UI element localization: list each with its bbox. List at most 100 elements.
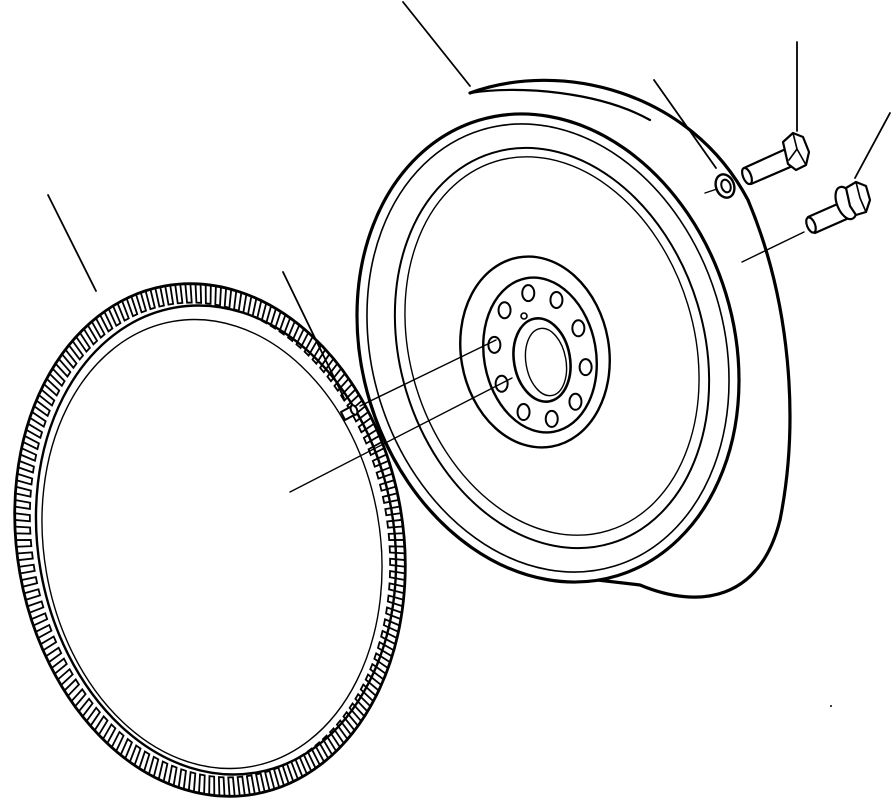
gear-tooth [93, 714, 109, 736]
flywheel-bolt-holes [487, 284, 593, 428]
assembly-line-center [289, 377, 513, 493]
gear-tooth [227, 776, 236, 797]
ring-gear-inner-edge-back [41, 318, 383, 770]
gear-tooth [83, 324, 99, 346]
leader-line-ring-gear [47, 194, 97, 292]
gear-tooth [30, 612, 49, 627]
gear-tooth [38, 388, 56, 407]
gear-tooth [311, 344, 327, 366]
gear-tooth [339, 383, 357, 402]
gear-tooth [148, 755, 160, 778]
flywheel-front-face [355, 112, 741, 584]
gear-tooth [102, 722, 117, 744]
flange-bolt [805, 180, 872, 235]
gear-tooth [57, 667, 74, 686]
gear-tooth [281, 762, 295, 785]
gear-tooth [314, 741, 330, 763]
leader-line-flange-bolt [854, 112, 891, 179]
gear-tooth [378, 479, 397, 492]
gear-tooth [364, 673, 382, 692]
leader-lines [47, 1, 891, 399]
gear-tooth [75, 332, 92, 354]
gear-tooth [128, 744, 142, 766]
gear-tooth [204, 284, 212, 305]
assembly-line-flange-bolt [741, 231, 805, 263]
gear-tooth [321, 734, 337, 756]
gear-tooth [70, 687, 87, 708]
gear-tooth [255, 772, 266, 794]
gear-tooth [18, 563, 36, 575]
gear-tooth [194, 283, 203, 304]
gear-tooth [382, 618, 401, 633]
gear-tooth [119, 737, 134, 759]
gear-tooth [373, 651, 391, 669]
gear-tooth [342, 710, 359, 731]
flywheel-center-bore-inner [524, 327, 568, 397]
flywheel-face-ring-1 [366, 123, 730, 573]
gear-tooth [40, 635, 58, 652]
gear-tooth [384, 505, 402, 517]
ring-gear [13, 282, 407, 798]
flywheel [355, 78, 792, 599]
flywheel-center-bore [512, 317, 572, 403]
gear-tooth [45, 646, 63, 664]
gear-tooth [278, 314, 292, 336]
gear-tooth [29, 411, 47, 429]
gear-tooth [376, 640, 395, 658]
gear-tooth [184, 283, 193, 304]
gear-tooth [214, 285, 222, 307]
gear-tooth [348, 702, 366, 722]
dowel-pin-end [349, 404, 359, 416]
gear-tooth [233, 290, 243, 312]
gear-tooth [298, 752, 313, 775]
gear-tooth [223, 287, 233, 309]
gear-tooth [362, 428, 380, 445]
gear-tooth [15, 539, 33, 548]
leader-line-flywheel [402, 1, 471, 87]
gear-tooth [286, 321, 301, 343]
gear-tooth [20, 575, 39, 588]
stray-dot [830, 705, 832, 707]
gear-tooth [388, 582, 405, 595]
gear-tooth [367, 441, 385, 457]
gear-tooth [269, 308, 282, 330]
bolt-hole [487, 335, 502, 354]
gear-tooth [99, 311, 114, 333]
dowel-pin [340, 404, 359, 421]
bolt-hole [544, 409, 559, 428]
gear-tooth [22, 435, 40, 451]
gear-tooth [50, 657, 68, 675]
gear-tooth [359, 683, 377, 702]
gear-tooth [187, 771, 197, 793]
flywheel-face-ring-2 [393, 146, 711, 550]
gear-tooth [14, 499, 32, 510]
gear-tooth [217, 776, 226, 797]
gear-tooth [154, 286, 165, 308]
ring-gear-teeth [14, 283, 406, 797]
gear-tooth [17, 460, 35, 474]
gear-tooth [380, 629, 398, 645]
flywheel-face-ring-3 [404, 156, 700, 536]
gear-tooth [27, 600, 45, 614]
gear-tooth [388, 545, 406, 555]
gear-tooth [369, 662, 387, 681]
flywheel-hub-face [482, 276, 598, 434]
gear-tooth [272, 766, 285, 788]
washer-inner [720, 178, 732, 194]
gear-tooth [326, 362, 342, 383]
gear-tooth [23, 588, 42, 601]
gear-tooth [328, 726, 345, 748]
gear-tooth [388, 570, 406, 581]
bolt-hole [516, 403, 531, 422]
gear-tooth [385, 606, 403, 620]
gear-tooth [260, 302, 272, 325]
flywheel-rim-back-edge [468, 88, 652, 122]
gear-tooth [135, 292, 148, 314]
gear-tooth [110, 730, 125, 752]
gear-tooth [68, 340, 85, 361]
hex-bolt [741, 131, 811, 186]
gear-tooth [138, 750, 151, 772]
gear-tooth [357, 416, 375, 434]
gear-tooth [85, 706, 102, 727]
